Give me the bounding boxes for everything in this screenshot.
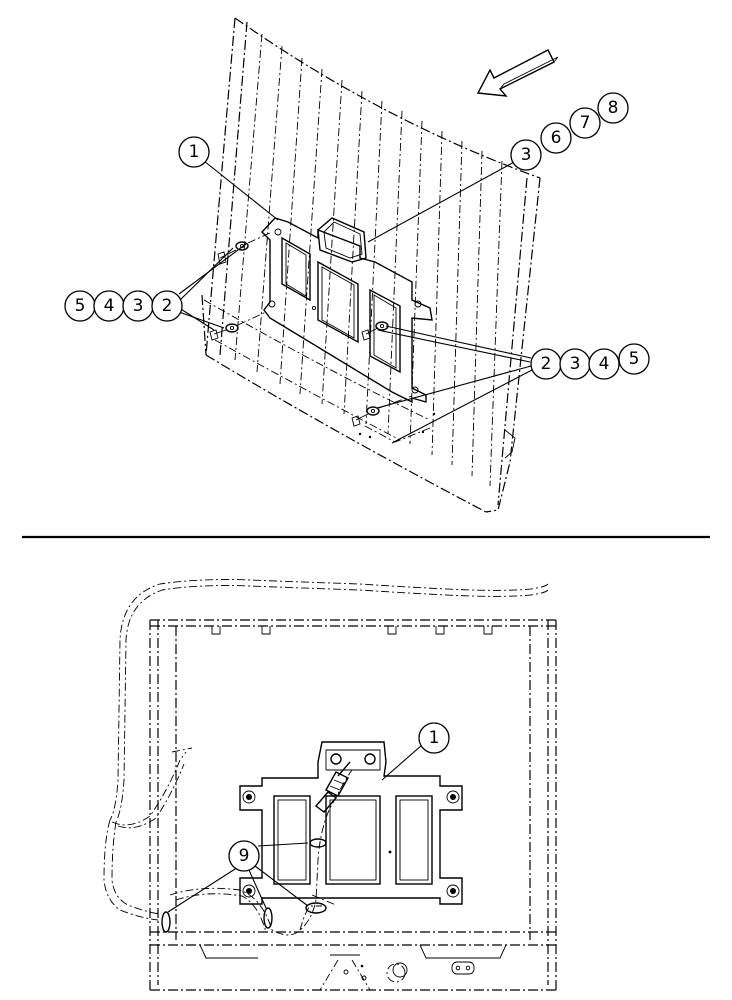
callout-5-left: 5 [64,290,96,322]
callout-2-left: 2 [151,290,183,322]
svg-text:3: 3 [133,296,144,316]
curved-panel [201,17,541,513]
top-exploded-view: 1 3 6 7 8 5 4 3 [64,17,650,513]
fastener-group-right [351,321,436,443]
svg-text:3: 3 [521,145,532,165]
callout-3-left: 3 [122,290,154,322]
leader-lines-bottom [167,744,423,913]
svg-text:5: 5 [75,296,86,316]
svg-text:9: 9 [239,846,250,866]
cab-frame [149,619,557,991]
callout-3-right: 3 [559,348,591,380]
arrow-down-left-icon [476,49,559,97]
svg-text:1: 1 [429,728,440,748]
callout-6: 6 [540,122,572,154]
svg-text:8: 8 [608,98,619,118]
callout-1-top: 1 [178,136,210,168]
leader-lines-top [175,160,533,444]
svg-text:4: 4 [599,354,610,374]
callout-2-right: 2 [530,348,562,380]
svg-text:2: 2 [162,296,173,316]
harness-clips [161,838,327,933]
svg-text:2: 2 [541,354,552,374]
svg-text:7: 7 [580,113,591,133]
svg-text:5: 5 [629,349,640,369]
callout-5-right: 5 [618,343,650,375]
connector [314,761,351,813]
svg-text:3: 3 [570,354,581,374]
callout-8: 8 [597,92,629,124]
svg-text:1: 1 [189,142,200,162]
mounting-bracket [261,217,433,404]
callout-3-top-right: 3 [510,139,542,171]
svg-text:6: 6 [551,128,562,148]
svg-text:4: 4 [104,296,115,316]
mounting-bracket-front [239,741,463,905]
callout-4-right: 4 [588,348,620,380]
callout-7: 7 [569,107,601,139]
callout-9: 9 [228,840,260,872]
bottom-assembly-view: 1 9 [103,579,557,991]
callout-4-left: 4 [93,290,125,322]
callout-1-bottom: 1 [418,722,450,754]
